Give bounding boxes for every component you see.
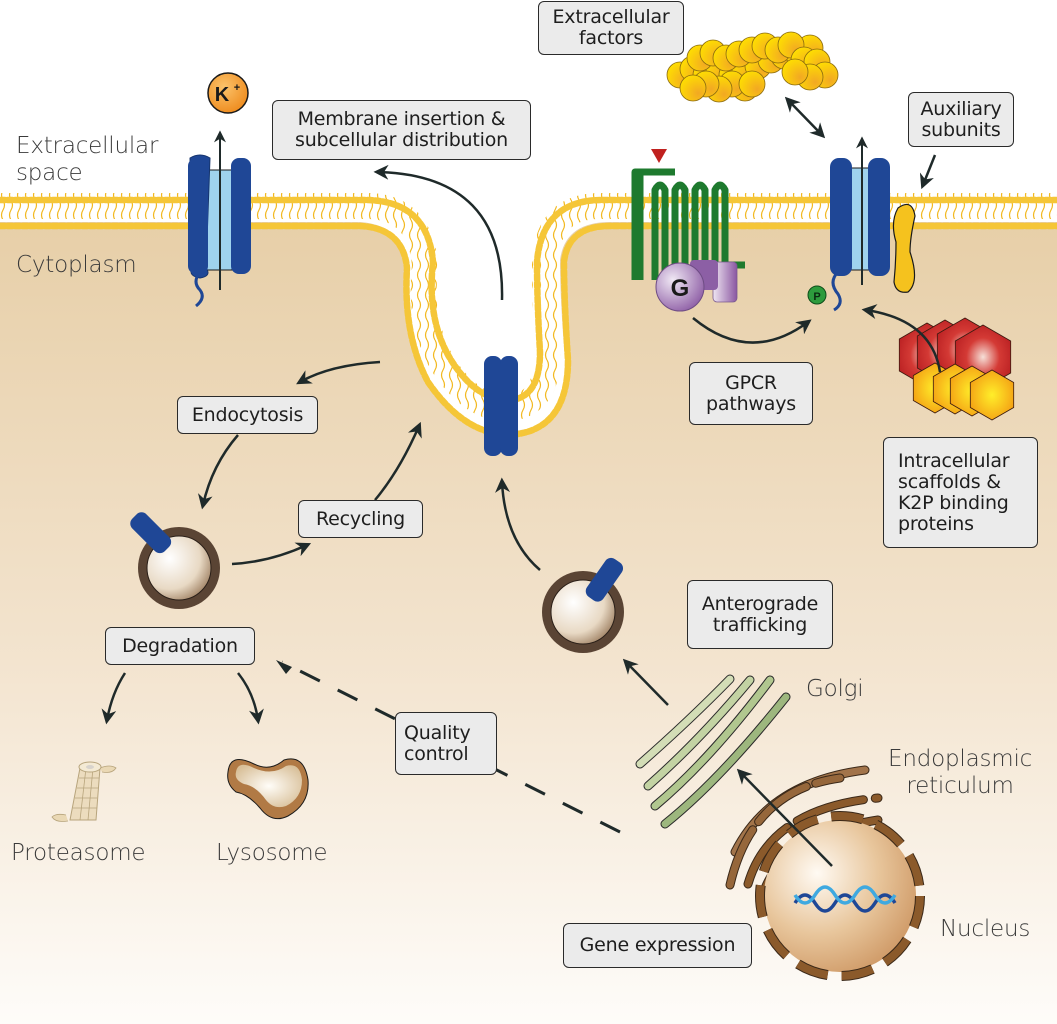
endosome-vesicle [130, 512, 220, 609]
cytoplasm-label: Cytoplasm [16, 252, 137, 278]
anterograde-trafficking-box: Anterograde trafficking [687, 580, 833, 649]
recycling-box: Recycling [298, 500, 423, 538]
gpcr-pathways-box: GPCR pathways [689, 362, 813, 425]
arrow-recycling-membrane [374, 421, 422, 501]
fibril-subunit [679, 74, 707, 102]
degradation-box: Degradation [105, 627, 255, 665]
quality-control-arrowhead [276, 660, 292, 674]
golgi-label: Golgi [806, 676, 864, 702]
svg-text:+: + [234, 82, 240, 94]
scaffold-orange-subunit [969, 369, 1015, 421]
extracellular-factors-box: Extracellular factors [538, 1, 684, 55]
arrow-to-endosome [197, 434, 239, 510]
arrow-endocytosis [296, 360, 381, 385]
potassium-ion: K + [207, 72, 249, 114]
gene-expression-box: Gene expression [563, 923, 752, 968]
g-protein: G [655, 260, 738, 312]
arrow-extracellular-factor [784, 96, 826, 139]
phosphate-group: P [807, 285, 827, 305]
fibril-subunit [738, 70, 766, 98]
lysosome-icon [227, 758, 309, 820]
membrane-insertion-box: Membrane insertion & subcellular distrib… [272, 100, 531, 160]
dna-double-helix [793, 885, 897, 913]
anterograde-vesicle [542, 557, 624, 653]
fibril-subunit [781, 58, 809, 86]
er-label: Endoplasmic reticulum [888, 746, 1033, 799]
quality-control-box: Quality control [395, 712, 497, 775]
arrow-golgi-vesicle [622, 658, 669, 706]
proteasome-icon [51, 761, 117, 822]
auxiliary-subunit [892, 203, 916, 293]
arrow-vesicle-membrane [495, 477, 541, 571]
scaffold-proteins [898, 317, 1015, 421]
extracellular-space-label: Extracellular space [16, 133, 159, 186]
proteasome-label: Proteasome [11, 840, 146, 866]
arrow-auxiliary [919, 154, 937, 190]
golgi-apparatus [635, 674, 791, 829]
k2p-channel-right [830, 136, 890, 312]
arrow-nucleus-golgi [736, 768, 833, 867]
svg-text:G: G [671, 275, 690, 302]
extracellular-factor-fibril [666, 31, 839, 103]
auxiliary-subunits-box: Auxiliary subunits [908, 92, 1014, 147]
endocytosis-box: Endocytosis [177, 396, 318, 434]
k2p-channel-left [188, 130, 251, 308]
arrow-gpcr-pathway [692, 317, 812, 344]
k2p-channel-invaginated [484, 356, 518, 456]
arrow-membrane-insertion [373, 164, 504, 301]
arrow-to-lysosome [237, 672, 264, 725]
arrow-scaffold [861, 304, 942, 373]
intracellular-scaffolds-box: Intracellular scaffolds & K2P binding pr… [883, 437, 1038, 548]
arrow-endosome-recycling [231, 542, 312, 566]
svg-text:P: P [813, 291, 820, 303]
lysosome-label: Lysosome [216, 840, 328, 866]
arrow-to-proteasome [101, 672, 127, 725]
svg-text:K: K [215, 84, 230, 106]
nucleus-label: Nucleus [940, 916, 1031, 942]
